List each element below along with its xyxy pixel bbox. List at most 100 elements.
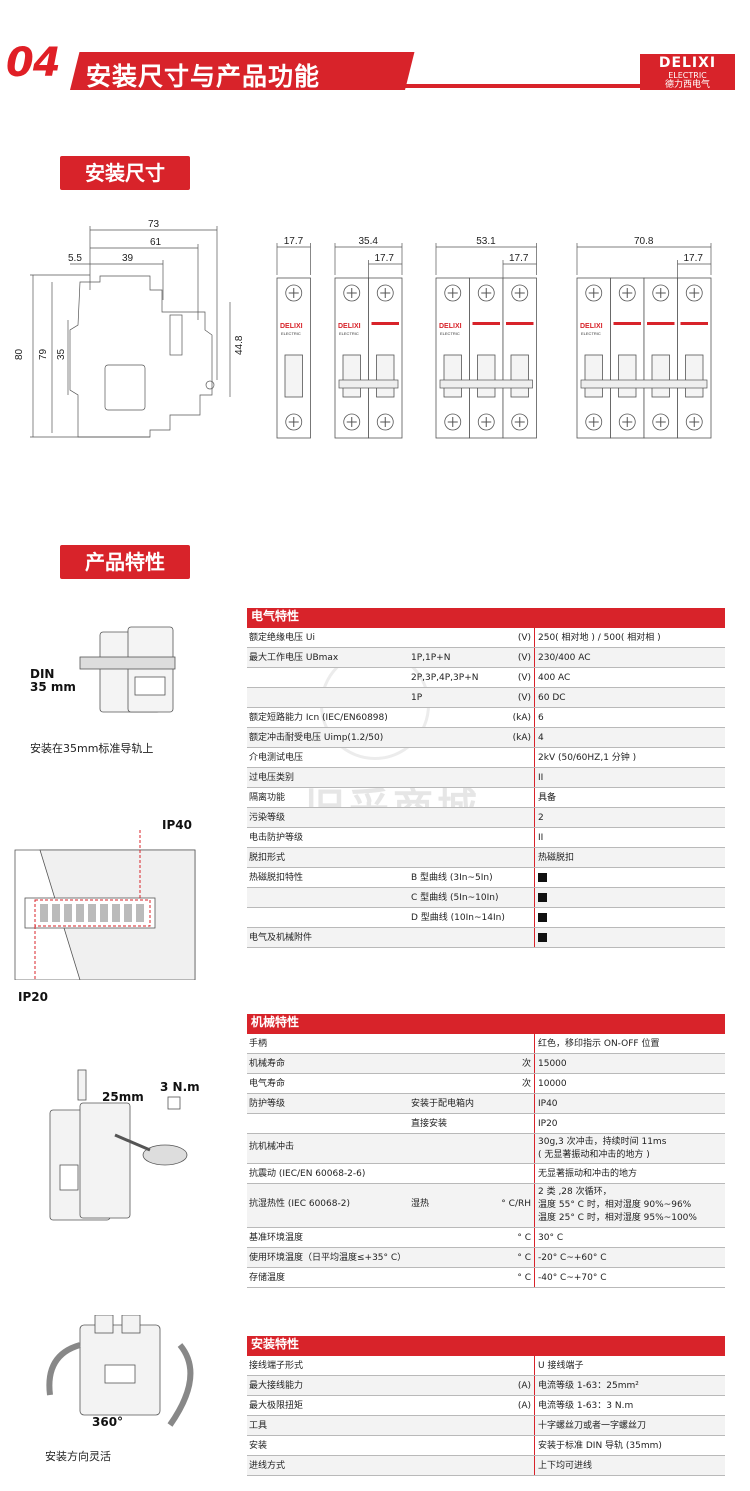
cell-c1: 工具: [249, 1421, 268, 1431]
screw-slot: [288, 288, 299, 298]
direction-caption: 安装方向灵活: [45, 1450, 111, 1463]
screw-slot: [514, 288, 525, 298]
cell-c1: 隔离功能: [249, 793, 286, 803]
din-label: DIN 35 mm: [30, 667, 76, 694]
cell-c1: 介电测试电压: [249, 753, 304, 763]
cell-c2: 1P,1P+N: [411, 653, 451, 663]
svg-text:80: 80: [14, 348, 25, 360]
table-row: 额定冲击耐受电压 Uimp(1.2/50)(kA)4: [247, 728, 725, 748]
table-row: 额定短路能力 Icn (IEC/EN60898)(kA)6: [247, 708, 725, 728]
toggle-handle: [342, 354, 361, 398]
cell-c2: 1P: [411, 693, 423, 703]
cell-v: 2kV (50/60HZ,1 分钟 ): [538, 753, 637, 763]
cell-c1: 额定短路能力 Icn (IEC/EN60898): [249, 713, 388, 723]
cell-c2: 湿热: [411, 1199, 430, 1209]
toggle-handle: [685, 354, 704, 398]
table-row: 脱扣形式热磁脱扣: [247, 848, 725, 868]
filled-square-icon: [538, 873, 547, 882]
pole-stripe: [472, 322, 500, 325]
screw-slot: [689, 417, 700, 427]
rotation-illustration: [46, 1315, 194, 1427]
cell-c1: 使用环境温度（日平均温度≤+35° C）: [249, 1253, 407, 1263]
cell-v: -40° C~+70° C: [538, 1273, 607, 1283]
screw-slot: [622, 417, 633, 427]
section-install-size: 安装尺寸: [60, 156, 190, 190]
cell-v: IP40: [538, 1099, 558, 1109]
brand-cn: 德力西电气: [664, 80, 710, 90]
toggle-handle: [584, 354, 603, 398]
cell-u: (V): [517, 633, 531, 643]
screw-slot: [447, 288, 458, 298]
table-row: 存储温度° C-40° C~+70° C: [247, 1268, 725, 1288]
svg-text:73: 73: [148, 219, 160, 230]
table-row: 手柄红色，移印指示 ON-OFF 位置: [247, 1034, 725, 1054]
cell-c1: 基准环境温度: [249, 1233, 304, 1243]
torque-label: 3 N.m: [160, 1080, 200, 1094]
cell-c1: 抗震动 (IEC/EN 60068-2-6): [249, 1169, 366, 1179]
front-brand-label: DELIXI: [580, 323, 603, 330]
screw-slot: [689, 288, 700, 298]
cell-c1: 最大工作电压 UBmax: [249, 653, 339, 663]
front-brand-sub: ELECTRIC: [339, 331, 359, 336]
cell-u: 次: [521, 1079, 531, 1089]
brand-latin: DELIXI: [658, 55, 717, 71]
toggle-handle: [443, 354, 462, 398]
screw-slot: [514, 417, 525, 427]
table-row: 介电测试电压 2kV (50/60HZ,1 分钟 ): [247, 748, 725, 768]
svg-text:61: 61: [150, 237, 162, 248]
handle-tie-bar: [439, 379, 533, 389]
cell-c1: 存储温度: [249, 1273, 286, 1283]
front-brand-label: DELIXI: [338, 323, 361, 330]
toggle-handle: [618, 354, 637, 398]
table-title: 电气特性: [247, 608, 725, 625]
section-number: 04: [6, 40, 61, 86]
cell-v: 安装于标准 DIN 导轨 (35mm): [538, 1441, 662, 1451]
front-brand-label: DELIXI: [280, 323, 303, 330]
width-label: 35.4: [359, 236, 379, 247]
cell-v: 30g,3 次冲击，持续时间 11ms ( 无显著振动和冲击的地方 ): [538, 1137, 667, 1160]
screw-slot: [481, 288, 492, 298]
cell-c2: B 型曲线 (3In~5In): [411, 873, 493, 883]
cell-v: [538, 868, 547, 890]
cell-c1: 电击防护等级: [249, 833, 304, 843]
header-banner: 04 安装尺寸与产品功能 DELIXI ELECTRIC 德力西电气: [0, 40, 750, 95]
cell-v: 2: [538, 813, 544, 823]
cell-v: IP20: [538, 1119, 558, 1129]
table-body: 额定绝缘电压 Ui(V)250( 相对地 ) / 500( 相对相 )最大工作电…: [247, 628, 725, 948]
screw-slot: [447, 417, 458, 427]
cell-c1: 最大接线能力: [249, 1381, 304, 1391]
screw-slot: [288, 417, 299, 427]
section-product-features: 产品特性: [60, 545, 190, 579]
brand-sub: ELECTRIC: [668, 71, 707, 80]
cell-c1: 过电压类别: [249, 773, 295, 783]
cell-v: 4: [538, 733, 544, 743]
table-row: 2P,3P,4P,3P+N(V)400 AC: [247, 668, 725, 688]
table-row: 进线方式上下均可进线: [247, 1456, 725, 1476]
cell-c1: 手柄: [249, 1039, 268, 1049]
pole-stripe: [371, 322, 399, 325]
cell-c1: 防护等级: [249, 1099, 286, 1109]
cell-u: 次: [521, 1059, 531, 1069]
table-row: 最大极限扭矩(A)电流等级 1-63：3 N.m: [247, 1396, 725, 1416]
table-row: 电气及机械附件: [247, 928, 725, 948]
pole-width-label: 17.7: [375, 253, 395, 264]
page-title: 安装尺寸与产品功能: [86, 62, 321, 91]
table-row: 最大接线能力(A)电流等级 1-63：25mm²: [247, 1376, 725, 1396]
filled-square-icon: [538, 933, 547, 942]
electrical-table: 电气特性 额定绝缘电压 Ui(V)250( 相对地 ) / 500( 相对相 )…: [247, 608, 725, 948]
cell-v: 上下均可进线: [538, 1461, 593, 1471]
rotation-angle-label: 360°: [92, 1415, 124, 1429]
cell-c2: 2P,3P,4P,3P+N: [411, 673, 479, 683]
cell-v: 60 DC: [538, 693, 566, 703]
svg-text:79: 79: [38, 348, 49, 360]
cell-u: (kA): [512, 713, 531, 723]
